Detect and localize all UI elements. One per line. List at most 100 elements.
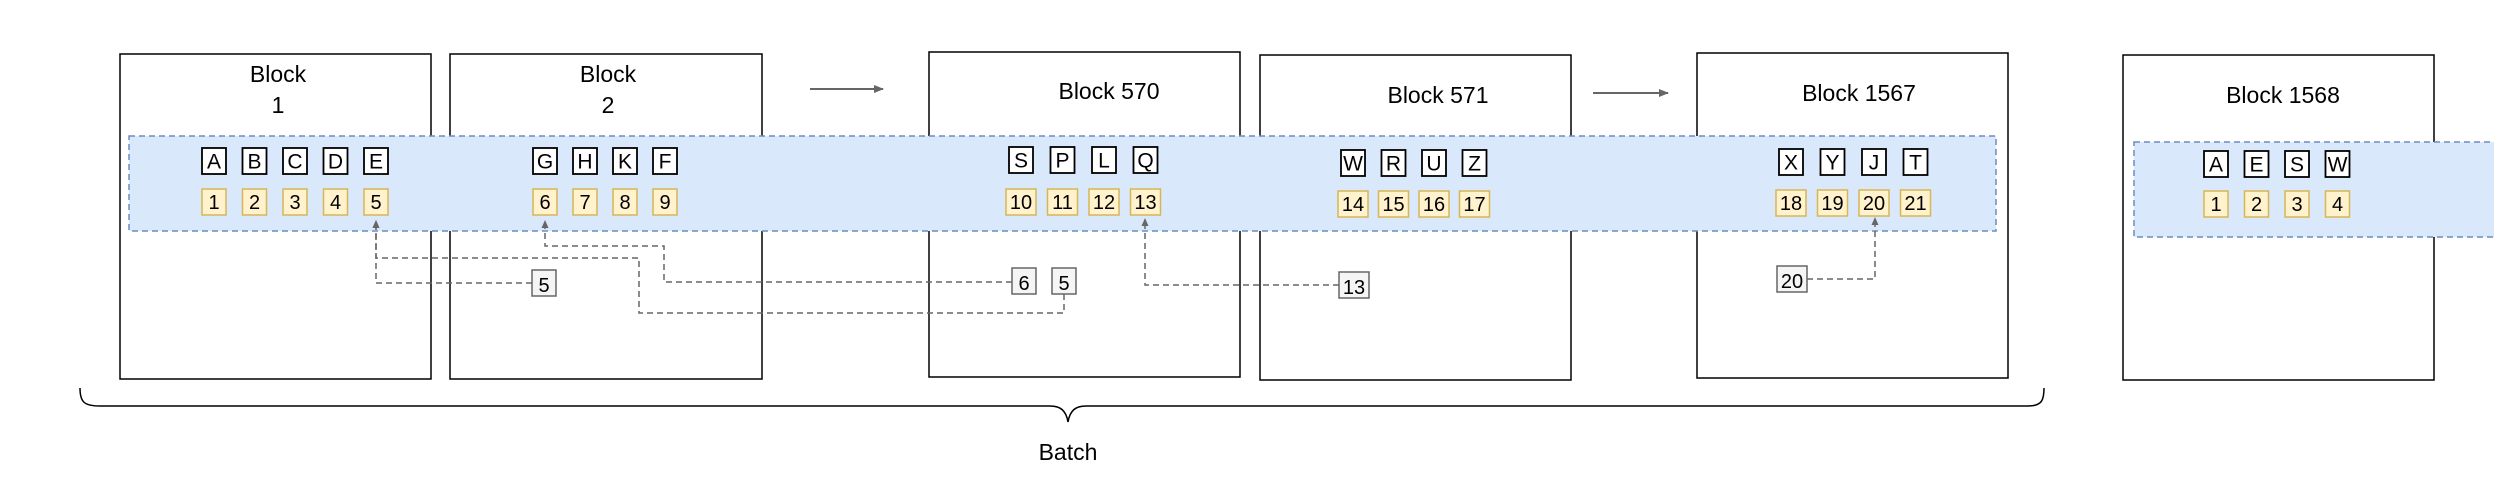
ref-connector-6 xyxy=(541,220,1012,283)
number-cell xyxy=(652,188,678,216)
letter-label: D xyxy=(328,151,343,174)
number-cell xyxy=(363,188,389,216)
number-label: 16 xyxy=(1423,194,1445,216)
number-label: 8 xyxy=(619,192,630,214)
letter-cell xyxy=(363,147,389,175)
letter-cell xyxy=(572,147,598,175)
number-label: 4 xyxy=(2332,194,2343,216)
letter-cell xyxy=(1819,148,1846,176)
number-label: 2 xyxy=(249,192,260,214)
letter-label: F xyxy=(659,151,672,174)
block-title-1-line-1: Block xyxy=(250,61,307,87)
number-cell xyxy=(1129,188,1162,216)
letter-cell xyxy=(2284,150,2310,178)
letter-cell xyxy=(1902,148,1929,176)
letter-cell xyxy=(532,147,558,175)
letter-cell xyxy=(652,147,678,175)
number-label: 18 xyxy=(1780,193,1802,215)
letter-cell xyxy=(1861,148,1887,176)
letter-label: S xyxy=(2290,154,2304,177)
letter-cell xyxy=(1461,149,1488,177)
number-cell xyxy=(572,188,598,216)
letter-cell xyxy=(1008,146,1034,174)
letter-label: Z xyxy=(1468,153,1481,176)
letter-label: L xyxy=(1098,150,1110,173)
number-cell xyxy=(241,188,268,216)
letter-cell xyxy=(322,147,349,175)
number-cell xyxy=(1899,189,1932,217)
ref-box-20 xyxy=(1776,265,1808,293)
letter-label: H xyxy=(577,151,592,174)
letter-cell xyxy=(1340,149,1366,177)
number-label: 6 xyxy=(539,192,550,214)
ref-box-13 xyxy=(1338,271,1370,299)
letter-cell xyxy=(1049,146,1076,174)
letter-cell xyxy=(1380,149,1407,177)
letter-cell xyxy=(1421,149,1447,177)
number-label: 4 xyxy=(330,192,341,214)
number-cell xyxy=(322,188,349,216)
letter-label: E xyxy=(2249,154,2263,177)
letter-cell xyxy=(2243,150,2270,178)
letter-label: Q xyxy=(1137,150,1153,173)
ref-box-5-block1 xyxy=(531,269,557,297)
letter-label: T xyxy=(1909,152,1922,175)
letter-label: A xyxy=(207,151,221,174)
number-cell xyxy=(2324,190,2351,218)
ref-box-6 xyxy=(1011,267,1037,295)
ref-label-5-block570: 5 xyxy=(1058,273,1069,295)
number-label: 10 xyxy=(1010,192,1032,214)
number-label: 2 xyxy=(2251,194,2262,216)
block-title-2-line-2: 2 xyxy=(602,92,615,118)
ref-connector-20 xyxy=(1807,217,1879,280)
letter-label: R xyxy=(1386,153,1401,176)
number-label: 5 xyxy=(370,192,381,214)
number-cell xyxy=(2284,190,2310,218)
batch-label: Batch xyxy=(1039,439,1098,465)
number-cell xyxy=(1088,188,1120,216)
ref-box-5-block570 xyxy=(1051,267,1077,295)
number-cell xyxy=(282,188,308,216)
letter-label: K xyxy=(618,151,632,174)
number-label: 19 xyxy=(1821,193,1843,215)
number-label: 3 xyxy=(2291,194,2302,216)
number-label: 1 xyxy=(208,192,219,214)
letter-label: Y xyxy=(1825,152,1839,175)
ref-connector-13 xyxy=(1141,218,1339,286)
number-cell xyxy=(1337,190,1369,218)
number-label: 21 xyxy=(1904,193,1926,215)
letter-label: J xyxy=(1869,152,1880,175)
ref-connector-5-block1 xyxy=(372,220,532,284)
number-cell xyxy=(532,188,558,216)
number-label: 9 xyxy=(659,192,670,214)
letter-label: E xyxy=(369,151,383,174)
number-cell xyxy=(1816,189,1849,217)
number-cell xyxy=(1377,190,1410,218)
letter-cell xyxy=(282,147,308,175)
letter-label: P xyxy=(1055,150,1069,173)
number-cell xyxy=(1858,189,1890,217)
letter-label: A xyxy=(2209,154,2223,177)
number-cell xyxy=(1005,188,1037,216)
number-cell xyxy=(2243,190,2270,218)
ref-label-6: 6 xyxy=(1018,273,1029,295)
number-label: 7 xyxy=(579,192,590,214)
number-label: 17 xyxy=(1463,194,1485,216)
number-cell xyxy=(1046,188,1079,216)
number-cell xyxy=(612,188,638,216)
letter-cell xyxy=(1132,146,1159,174)
letter-label: X xyxy=(1784,152,1798,175)
number-label: 15 xyxy=(1382,194,1404,216)
letter-cell xyxy=(612,147,638,175)
number-label: 13 xyxy=(1134,192,1156,214)
number-cell xyxy=(2203,190,2229,218)
next-batch-band xyxy=(2133,141,2494,238)
letter-cell xyxy=(2324,150,2351,178)
number-label: 20 xyxy=(1863,193,1885,215)
block-title-2-line-1: Block xyxy=(580,61,637,87)
number-label: 14 xyxy=(1342,194,1364,216)
letter-label: S xyxy=(1014,150,1028,173)
letter-label: U xyxy=(1426,153,1441,176)
